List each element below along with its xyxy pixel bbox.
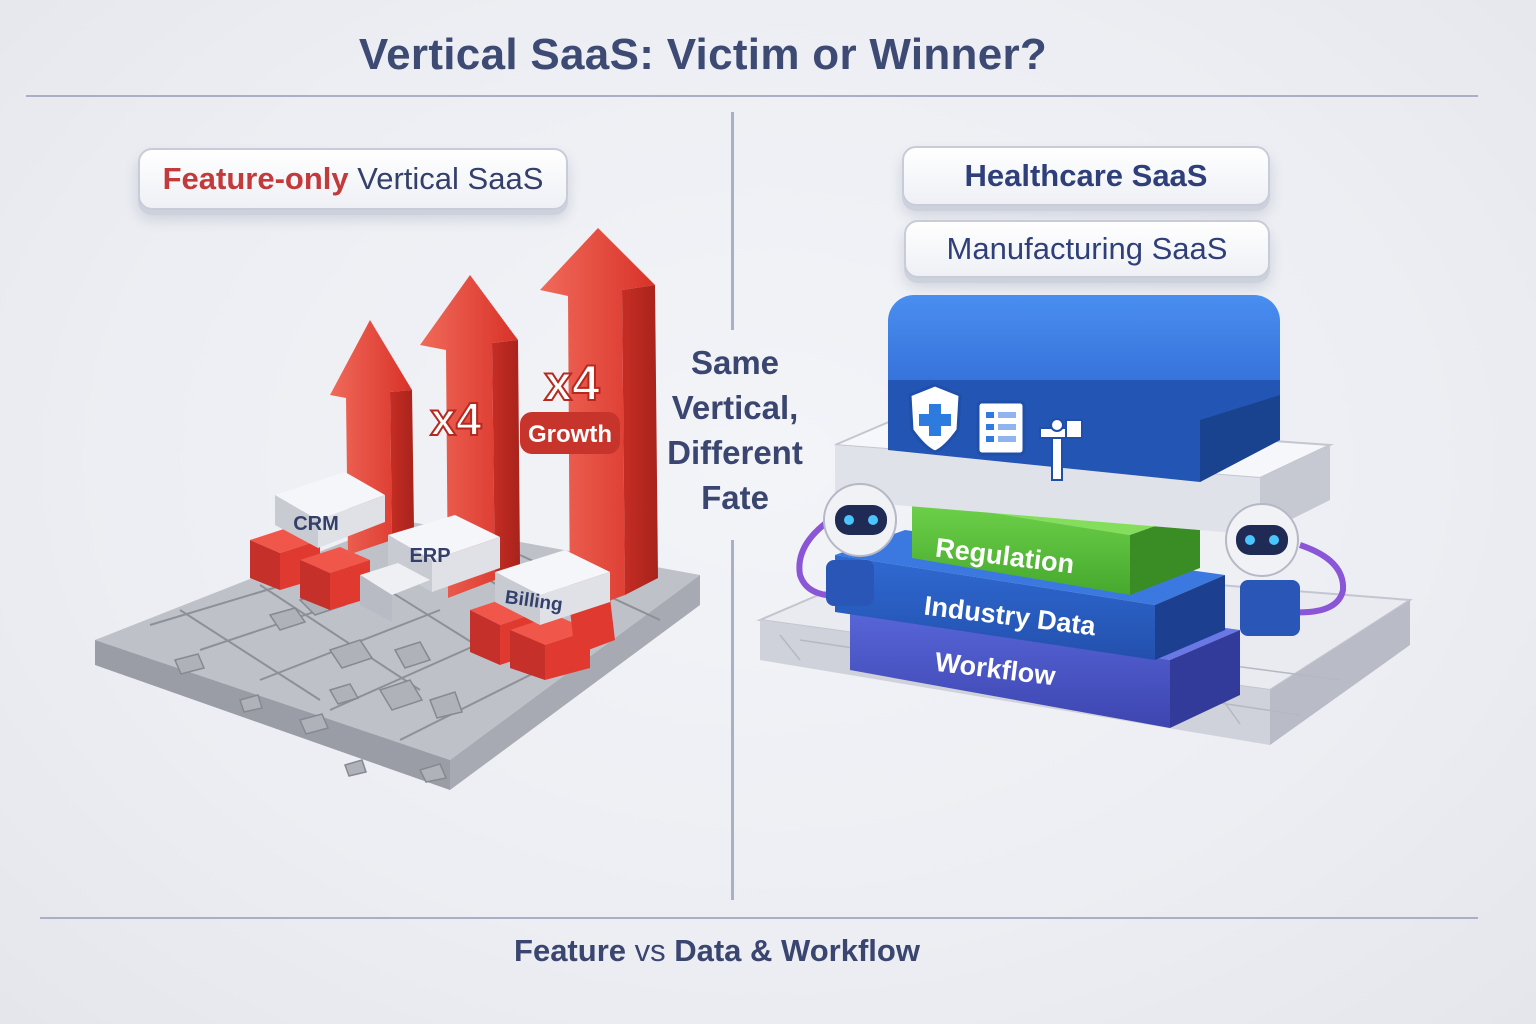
vertical-saas-text: Vertical SaaS bbox=[348, 161, 544, 196]
top-divider bbox=[26, 95, 1478, 97]
x4-label-1: x4 bbox=[430, 393, 482, 445]
feature-only-label: Feature-only Vertical SaaS bbox=[138, 148, 568, 210]
billing-block: Billing bbox=[495, 550, 610, 625]
robot-icon bbox=[796, 483, 897, 606]
robot-icon-right bbox=[1225, 503, 1347, 636]
feature-only-highlight: Feature-only bbox=[162, 161, 349, 196]
growth-label: Growth bbox=[528, 421, 612, 448]
red-base-blocks bbox=[250, 527, 615, 680]
crm-block: CRM bbox=[275, 472, 385, 548]
manufacturing-saas-label: Manufacturing SaaS bbox=[904, 220, 1270, 278]
dashboard-icon bbox=[976, 400, 1026, 456]
page-title: Vertical SaaS: Victim or Winner? bbox=[358, 30, 1048, 79]
x4-label-2: x4 bbox=[544, 355, 600, 411]
growth-badge bbox=[520, 412, 620, 454]
center-divider-bottom bbox=[731, 540, 734, 900]
robot-arm-icon bbox=[1039, 418, 1083, 481]
center-line-4: Fate bbox=[701, 479, 769, 516]
erp-block: ERP bbox=[360, 515, 500, 622]
center-divider-top bbox=[731, 112, 734, 330]
footer-feature: Feature bbox=[514, 933, 626, 968]
center-line-3: Different bbox=[667, 434, 803, 471]
growth-arrow-2 bbox=[420, 275, 520, 598]
footer-data-workflow: Data & Workflow bbox=[674, 933, 920, 968]
center-line-1: Same bbox=[690, 344, 780, 381]
erp-label: ERP bbox=[409, 545, 450, 567]
healthcare-saas-label: Healthcare SaaS bbox=[902, 146, 1270, 206]
crm-label: CRM bbox=[293, 513, 339, 535]
bottom-divider bbox=[40, 917, 1478, 919]
footer-caption: Feature vs Data & Workflow bbox=[0, 933, 1434, 969]
center-line-2: Vertical, bbox=[671, 389, 799, 426]
center-caption: Same Vertical, Different Fate bbox=[640, 340, 830, 520]
medical-shield-icon bbox=[908, 383, 962, 454]
footer-vs: vs bbox=[626, 933, 675, 968]
